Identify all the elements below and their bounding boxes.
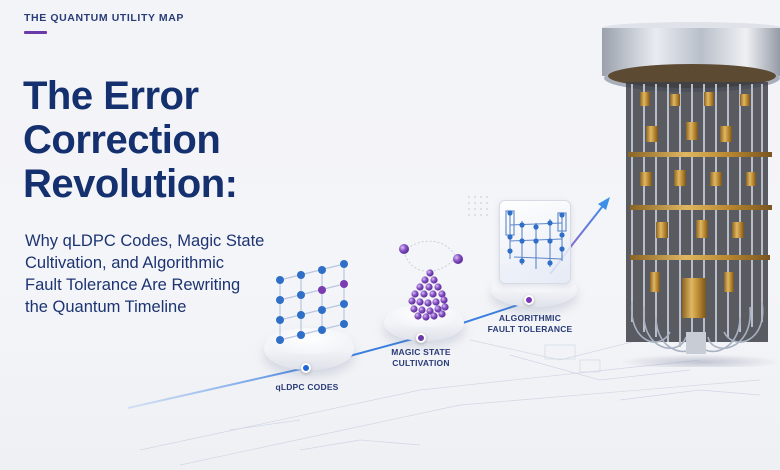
qubit-lattice-icon [276, 260, 348, 344]
dot-grid-pattern [468, 196, 488, 216]
subtitle-line: the Quantum Timeline [25, 298, 187, 316]
stage-label: qLDPC CODES [275, 382, 339, 392]
atom-pyramid-icon [399, 240, 463, 321]
stage-label: ALGORITHMIC FAULT TOLERANCE [487, 313, 573, 334]
stage-node[interactable] [416, 333, 426, 343]
circuit-panel-icon [499, 200, 571, 284]
subtitle-line: Fault Tolerance Are Rewriting [25, 276, 241, 294]
stage-node[interactable] [524, 295, 534, 305]
page-title: The Error Correction Revolution: [23, 74, 323, 206]
kicker-label: THE QUANTUM UTILITY MAP [24, 12, 185, 24]
title-line: The Error [23, 74, 199, 118]
stage-magic-state-cultivation: MAGIC STATE CULTIVATION [380, 235, 480, 375]
trend-arrow-icon [598, 197, 610, 210]
stage-algorithmic-fault-tolerance: ALGORITHMIC FAULT TOLERANCE [468, 185, 595, 345]
subtitle-line: Cultivation, and Algorithmic [25, 254, 225, 272]
dilution-refrigerator-illustration [600, 22, 780, 370]
stage-node[interactable] [301, 363, 311, 373]
title-line: Revolution: [23, 162, 238, 206]
blueprint-floor [139, 339, 761, 466]
subtitle: Why qLDPC Codes, Magic State Cultivation… [25, 230, 305, 318]
subtitle-line: Why qLDPC Codes, Magic State [25, 232, 265, 250]
stage-qldpc-codes: qLDPC CODES [262, 250, 362, 395]
kicker-underline [24, 31, 47, 34]
stage-label: MAGIC STATE CULTIVATION [391, 347, 451, 368]
title-line: Correction [23, 118, 221, 162]
